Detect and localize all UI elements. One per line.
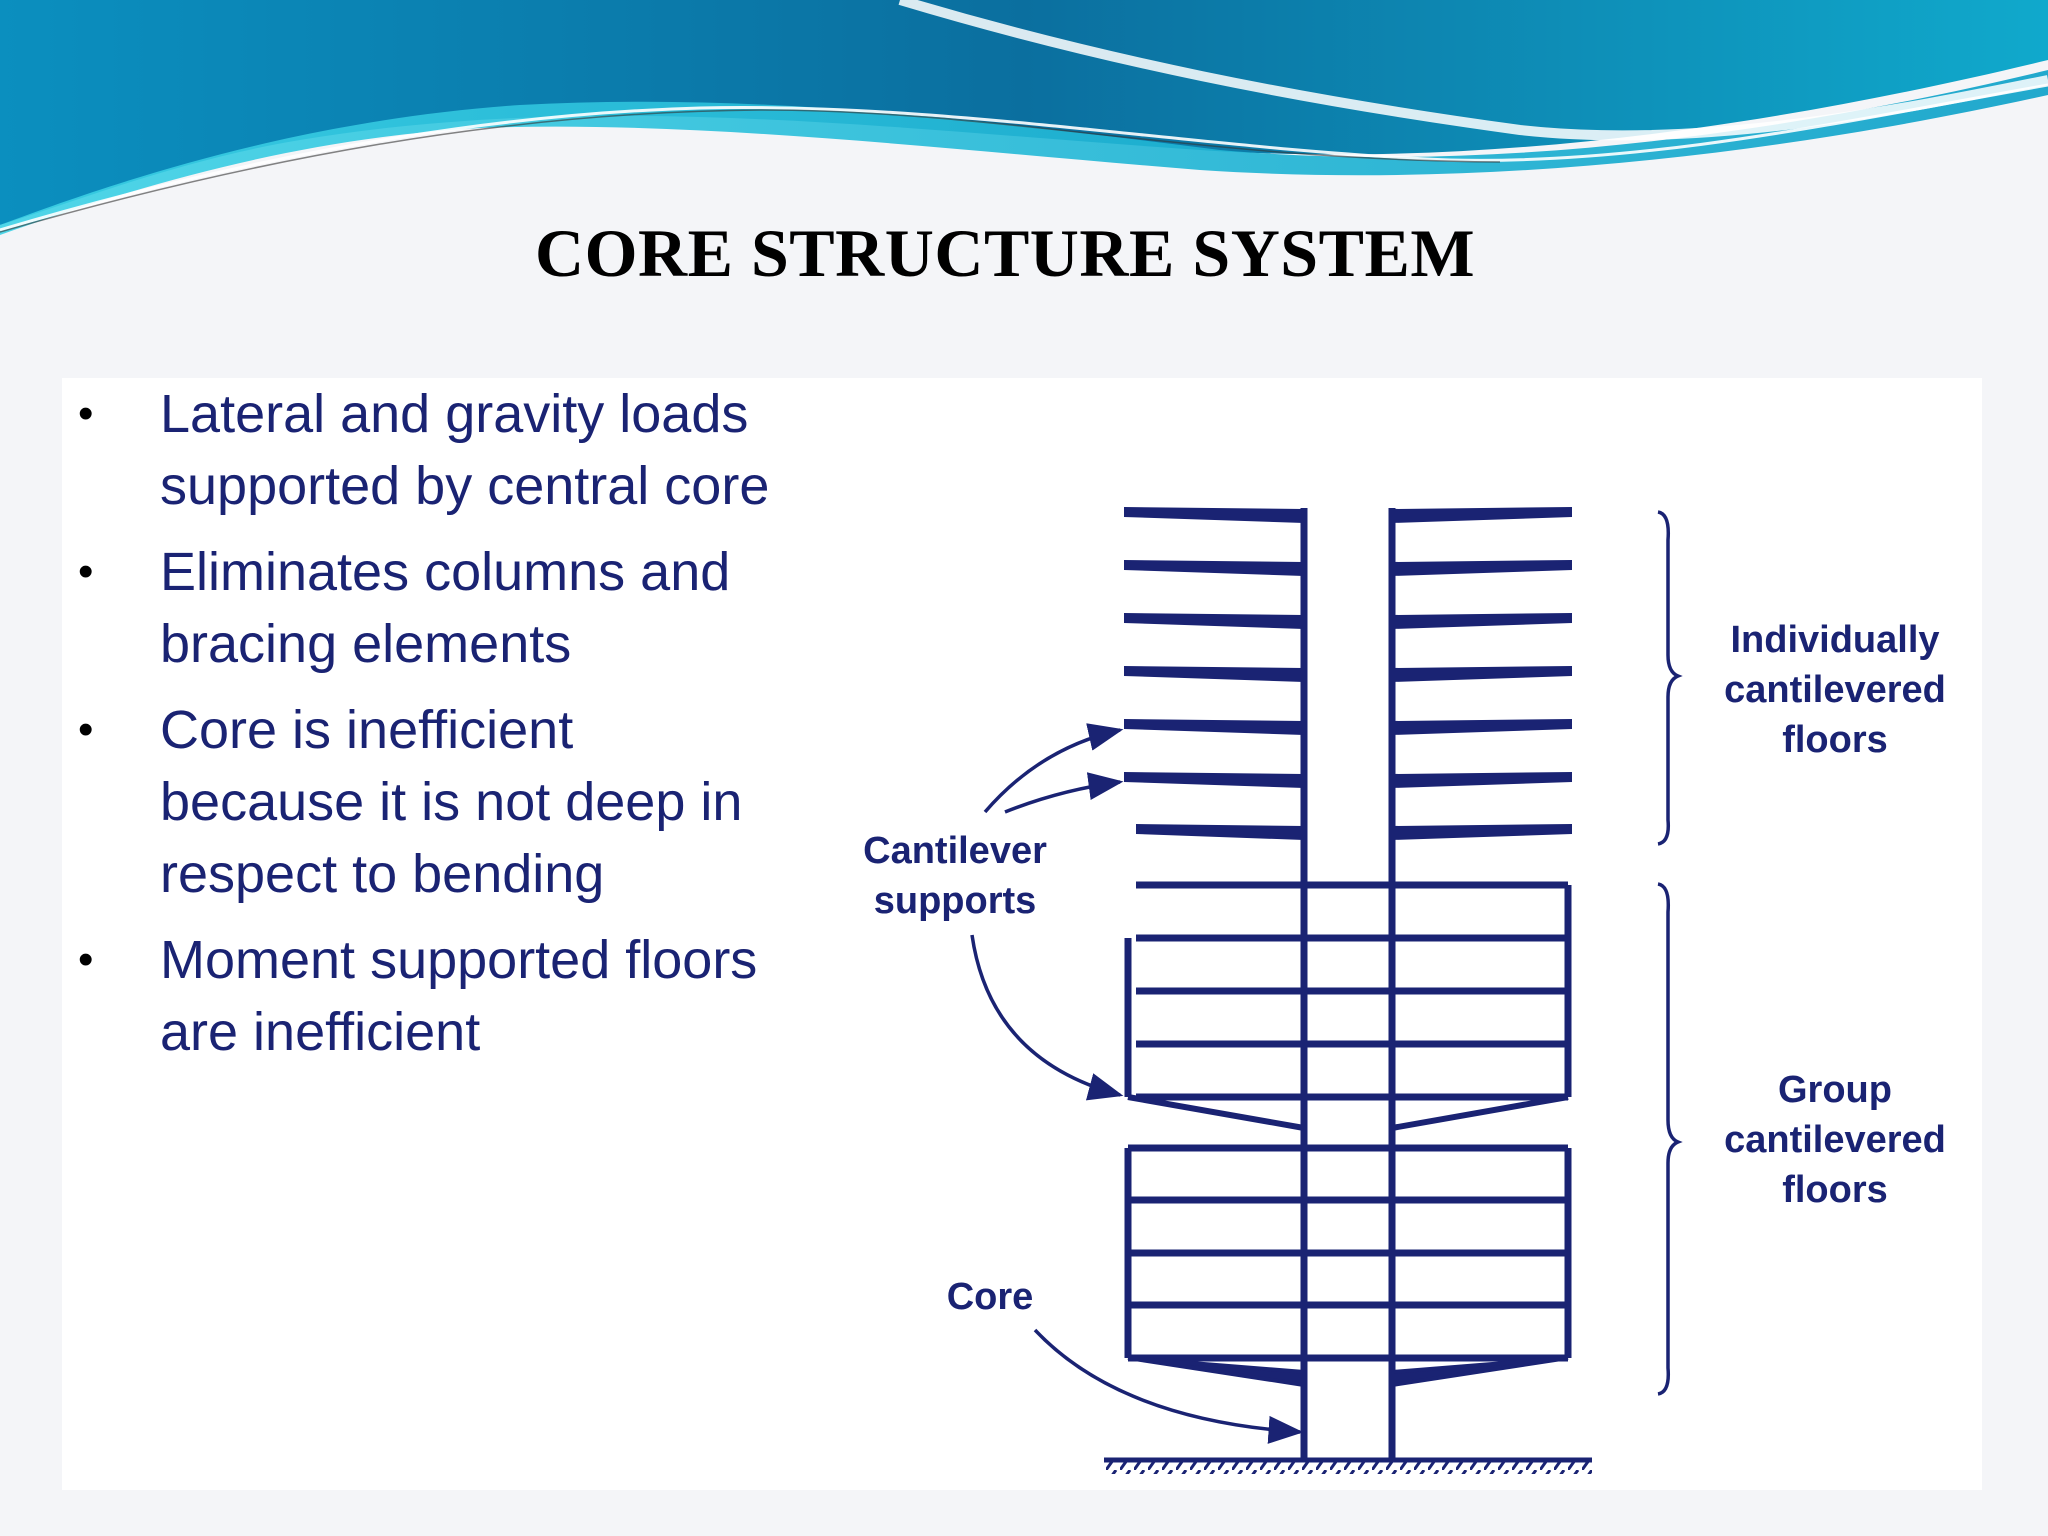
cantilever-floor-left <box>1124 507 1304 523</box>
cantilever-floor-right <box>1392 613 1572 629</box>
arrow-cantilever-3 <box>970 934 1124 1101</box>
bullet-text: Moment supported floors are inefficient <box>160 930 758 1062</box>
cantilever-floor-left <box>1136 824 1304 840</box>
label-line: cantilevered <box>1724 669 1946 711</box>
arrow-cantilever-2 <box>1004 772 1124 814</box>
arrow-cantilever-1 <box>983 723 1124 814</box>
cantilever-floor-left <box>1124 719 1304 735</box>
label-line: floors <box>1782 1169 1888 1211</box>
group-brace-left <box>1127 1356 1306 1388</box>
label-line: cantilevered <box>1724 1119 1946 1161</box>
label-line: supports <box>873 880 1037 922</box>
label-line: Group <box>1778 1069 1892 1111</box>
content-panel <box>62 378 1982 1490</box>
label-line: Cantilever <box>863 830 1047 872</box>
header-wave-banner <box>0 0 2048 235</box>
cantilever-floor-right <box>1392 666 1572 682</box>
label-cantilever-supports: Cantilever supports <box>830 826 1080 926</box>
bullet-list: • Lateral and gravity loads supported by … <box>72 378 792 1082</box>
arrow-core <box>1033 1328 1304 1444</box>
brace-group <box>1657 882 1683 1396</box>
bullet-item: • Core is inefficient because it is not d… <box>72 694 792 910</box>
building-structure <box>1104 507 1592 1474</box>
bullet-dot-icon: • <box>78 935 94 984</box>
bullet-item: • Moment supported floors are inefficient <box>72 924 792 1068</box>
bullet-text: Lateral and gravity loads supported by c… <box>160 384 770 516</box>
label-individually-cantilevered: Individually cantilevered floors <box>1690 615 1980 765</box>
bullet-text: Eliminates columns and bracing elements <box>160 542 731 674</box>
bullet-item: • Eliminates columns and bracing elements <box>72 536 792 680</box>
bullet-dot-icon: • <box>78 389 94 438</box>
bullet-dot-icon: • <box>78 547 94 596</box>
label-line: floors <box>1782 719 1888 761</box>
cantilever-floor-left <box>1124 666 1304 682</box>
group-brace-left <box>1127 1094 1305 1131</box>
cantilever-floor-right <box>1392 719 1572 735</box>
cantilever-floor-left <box>1124 772 1304 788</box>
bullet-item: • Lateral and gravity loads supported by … <box>72 378 792 522</box>
label-line: Individually <box>1730 619 1940 661</box>
bullet-dot-icon: • <box>78 705 94 754</box>
group-brace-right <box>1390 1356 1569 1388</box>
cantilever-floor-right <box>1392 507 1572 523</box>
cantilever-floor-left <box>1124 613 1304 629</box>
cantilever-floor-right <box>1392 560 1572 576</box>
group-brace-right <box>1391 1094 1569 1131</box>
bullet-text: Core is inefficient because it is not de… <box>160 700 743 904</box>
ground-hatch <box>1104 1462 1592 1474</box>
cantilever-floor-right <box>1392 772 1572 788</box>
label-core: Core <box>946 1276 1034 1318</box>
cantilever-floor-left <box>1124 560 1304 576</box>
cantilever-floor-right <box>1392 824 1572 840</box>
label-group-cantilevered: Group cantilevered floors <box>1690 1065 1980 1215</box>
page-title: CORE STRUCTURE SYSTEM <box>534 215 1476 291</box>
brace-individually <box>1657 510 1683 846</box>
annotations <box>970 510 1683 1444</box>
